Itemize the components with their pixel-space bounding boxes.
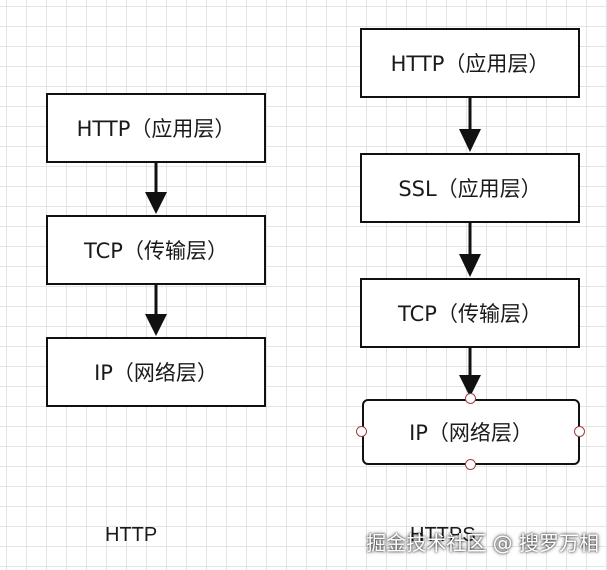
- resize-handle-top[interactable]: [465, 393, 476, 404]
- https-stack-caption: HTTPS: [410, 524, 476, 546]
- http-layer-box: HTTP（应用层）: [46, 93, 266, 163]
- ssl-layer-label: SSL（应用层）: [398, 177, 542, 201]
- https-ip-layer-box[interactable]: IP（网络层）: [362, 399, 580, 465]
- arrow-down-icon: [459, 347, 481, 397]
- https-tcp-layer-box: TCP（传输层）: [360, 278, 580, 348]
- resize-handle-bottom[interactable]: [465, 459, 476, 470]
- https-tcp-layer-label: TCP（传输层）: [398, 302, 542, 326]
- resize-handle-left[interactable]: [356, 426, 367, 437]
- arrow-down-icon: [459, 97, 481, 152]
- ip-layer-box: IP（网络层）: [46, 337, 266, 407]
- tcp-layer-box: TCP（传输层）: [46, 215, 266, 285]
- arrow-down-icon: [145, 162, 167, 214]
- https-http-layer-label: HTTP（应用层）: [390, 52, 550, 76]
- ip-layer-label: IP（网络层）: [94, 361, 218, 385]
- arrow-down-icon: [459, 222, 481, 277]
- https-ip-layer-label: IP（网络层）: [409, 421, 533, 445]
- tcp-layer-label: TCP（传输层）: [84, 239, 228, 263]
- ssl-layer-box: SSL（应用层）: [360, 153, 580, 223]
- http-stack-caption: HTTP: [105, 524, 158, 546]
- arrow-down-icon: [145, 284, 167, 336]
- http-layer-label: HTTP（应用层）: [76, 117, 236, 141]
- watermark: 掘金技术社区 @ 搜罗万相: [366, 531, 599, 555]
- resize-handle-right[interactable]: [574, 426, 585, 437]
- https-http-layer-box: HTTP（应用层）: [360, 28, 580, 98]
